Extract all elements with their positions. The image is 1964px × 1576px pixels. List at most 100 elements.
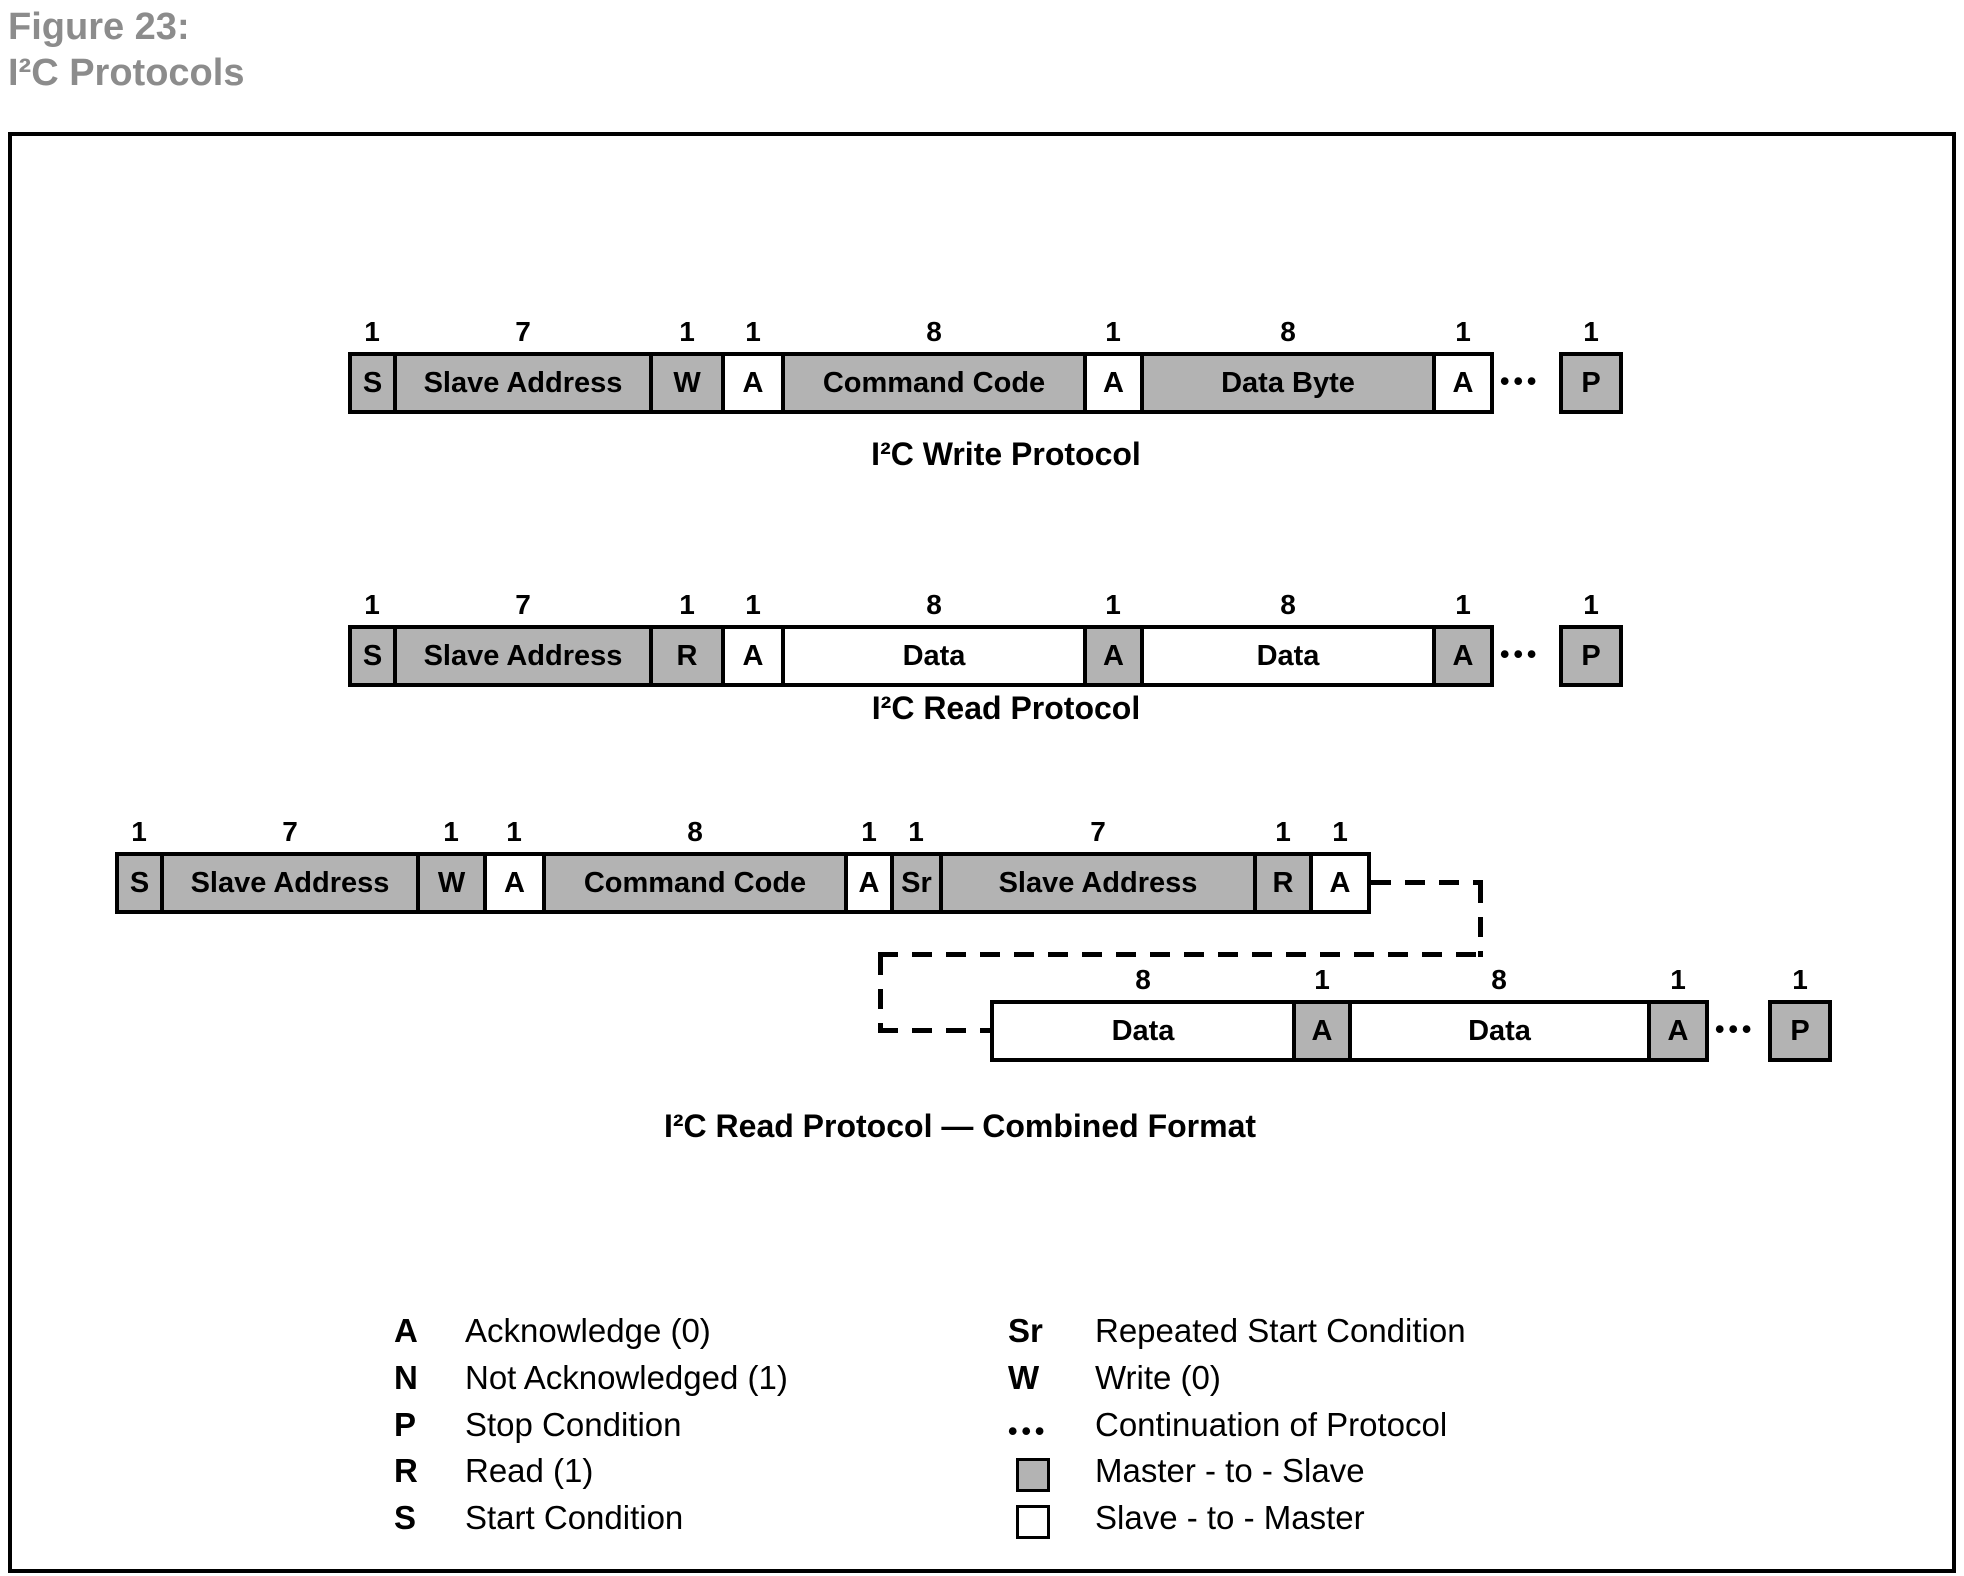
field-box: Sr xyxy=(890,852,943,914)
legend-key: A xyxy=(394,1312,418,1349)
bit-count: 1 xyxy=(1583,589,1599,620)
bit-count: 1 xyxy=(861,816,877,847)
stop-box: P xyxy=(1559,625,1623,687)
field-box: Command Code xyxy=(781,352,1087,414)
legend-text: Repeated Start Condition xyxy=(1095,1312,1466,1349)
bit-count: 1 xyxy=(131,816,147,847)
bit-count: 8 xyxy=(687,816,703,847)
bit-count: 1 xyxy=(364,316,380,347)
continuation-dots: ••• xyxy=(1715,1014,1756,1044)
legend-key: S xyxy=(394,1499,417,1536)
bit-count: 1 xyxy=(1314,964,1330,995)
protocol-caption: I²C Write Protocol xyxy=(871,436,1141,472)
field-box: A xyxy=(483,852,546,914)
legend-text: Write (0) xyxy=(1095,1359,1221,1396)
legend-text: Acknowledge (0) xyxy=(465,1312,711,1349)
field-box: A xyxy=(1083,625,1144,687)
bit-count: 1 xyxy=(506,816,522,847)
bit-count: 1 xyxy=(1670,964,1686,995)
field-box: Data xyxy=(781,625,1087,687)
legend-key: W xyxy=(1008,1359,1040,1396)
legend-text: Not Acknowledged (1) xyxy=(465,1359,788,1396)
legend-key: R xyxy=(394,1452,418,1489)
master-to-slave-swatch xyxy=(1016,1458,1050,1492)
bit-count: 7 xyxy=(1090,816,1106,847)
slave-to-master-swatch xyxy=(1016,1505,1050,1539)
field-box: S xyxy=(348,352,397,414)
field-box: W xyxy=(649,352,725,414)
bit-count: 1 xyxy=(1792,964,1808,995)
bit-count: 1 xyxy=(908,816,924,847)
bit-count: 8 xyxy=(926,589,942,620)
field-box: R xyxy=(649,625,725,687)
legend-key: P xyxy=(394,1406,417,1443)
field-box: A xyxy=(1309,852,1371,914)
field-box: S xyxy=(115,852,164,914)
field-box: W xyxy=(416,852,487,914)
bit-count: 1 xyxy=(745,316,761,347)
field-box: Slave Address xyxy=(939,852,1257,914)
field-box: A xyxy=(844,852,894,914)
field-box: S xyxy=(348,625,397,687)
bit-count: 1 xyxy=(745,589,761,620)
connector-dash xyxy=(1478,883,1483,957)
bit-count: 1 xyxy=(364,589,380,620)
bit-count: 8 xyxy=(926,316,942,347)
bit-count: 8 xyxy=(1135,964,1151,995)
bit-count: 1 xyxy=(1105,589,1121,620)
stop-box: P xyxy=(1559,352,1623,414)
connector-dash xyxy=(878,955,883,1031)
field-box: A xyxy=(1292,1000,1352,1062)
bit-count: 8 xyxy=(1491,964,1507,995)
bit-count: 1 xyxy=(679,316,695,347)
figure-name: I²C Protocols xyxy=(8,52,245,94)
bit-count: 1 xyxy=(1105,316,1121,347)
bit-count: 7 xyxy=(282,816,298,847)
bit-count: 1 xyxy=(679,589,695,620)
field-box: Command Code xyxy=(542,852,848,914)
legend-text: Read (1) xyxy=(465,1452,594,1489)
connector-dash xyxy=(878,952,1483,957)
legend-key: N xyxy=(394,1359,418,1396)
continuation-dots: ••• xyxy=(1500,639,1541,669)
field-box: Slave Address xyxy=(393,352,653,414)
legend-text: Continuation of Protocol xyxy=(1095,1406,1448,1443)
protocol-caption: I²C Read Protocol xyxy=(871,690,1141,726)
field-box: Slave Address xyxy=(393,625,653,687)
field-box: R xyxy=(1253,852,1313,914)
bit-count: 8 xyxy=(1280,589,1296,620)
bit-count: 1 xyxy=(1455,589,1471,620)
field-box: Data xyxy=(1140,625,1436,687)
legend-text: Master - to - Slave xyxy=(1095,1452,1365,1489)
connector-dash xyxy=(878,1028,992,1033)
connector-dash xyxy=(1371,880,1483,885)
field-box: A xyxy=(1647,1000,1709,1062)
field-box: A xyxy=(1432,625,1494,687)
field-box: Data xyxy=(990,1000,1296,1062)
bit-count: 1 xyxy=(1455,316,1471,347)
bit-count: 1 xyxy=(443,816,459,847)
field-box: Data Byte xyxy=(1140,352,1436,414)
continuation-dots: ••• xyxy=(1008,1416,1049,1446)
field-box: A xyxy=(721,352,785,414)
figure-title: Figure 23: I²C Protocols xyxy=(8,4,244,96)
figure-label: Figure 23: xyxy=(8,6,190,48)
field-box: Data xyxy=(1348,1000,1651,1062)
field-box: A xyxy=(1083,352,1144,414)
protocol-caption: I²C Read Protocol — Combined Format xyxy=(663,1108,1257,1144)
continuation-dots: ••• xyxy=(1500,366,1541,396)
stop-box: P xyxy=(1768,1000,1832,1062)
field-box: A xyxy=(1432,352,1494,414)
bit-count: 1 xyxy=(1583,316,1599,347)
legend-key: Sr xyxy=(1008,1312,1043,1349)
bit-count: 1 xyxy=(1332,816,1348,847)
bit-count: 1 xyxy=(1275,816,1291,847)
bit-count: 8 xyxy=(1280,316,1296,347)
bit-count: 7 xyxy=(515,589,531,620)
legend-text: Start Condition xyxy=(465,1499,684,1536)
field-box: Slave Address xyxy=(160,852,420,914)
legend-text: Slave - to - Master xyxy=(1095,1499,1365,1536)
bit-count: 7 xyxy=(515,316,531,347)
field-box: A xyxy=(721,625,785,687)
